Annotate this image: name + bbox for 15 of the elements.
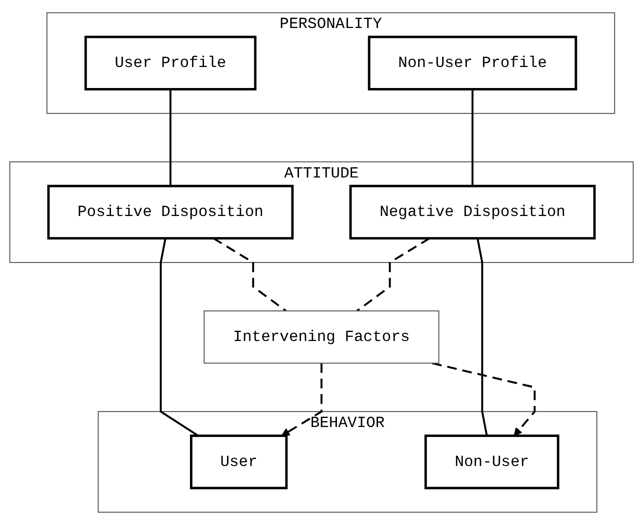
node-box: Intervening Factors bbox=[203, 310, 439, 364]
node-box: User bbox=[189, 434, 288, 490]
arrow bbox=[431, 362, 536, 436]
node-box: Negative Disposition bbox=[348, 184, 596, 240]
node-box: User Profile bbox=[84, 36, 256, 90]
connector bbox=[356, 237, 430, 312]
arrow bbox=[280, 363, 322, 436]
connector bbox=[476, 238, 488, 436]
connector bbox=[212, 237, 286, 312]
connector bbox=[169, 89, 171, 186]
node-box: Positive Disposition bbox=[46, 184, 294, 240]
connector bbox=[159, 238, 198, 437]
connector bbox=[471, 89, 473, 186]
node-box: Non-User Profile bbox=[367, 36, 577, 90]
node-box: Non-User bbox=[424, 434, 559, 490]
